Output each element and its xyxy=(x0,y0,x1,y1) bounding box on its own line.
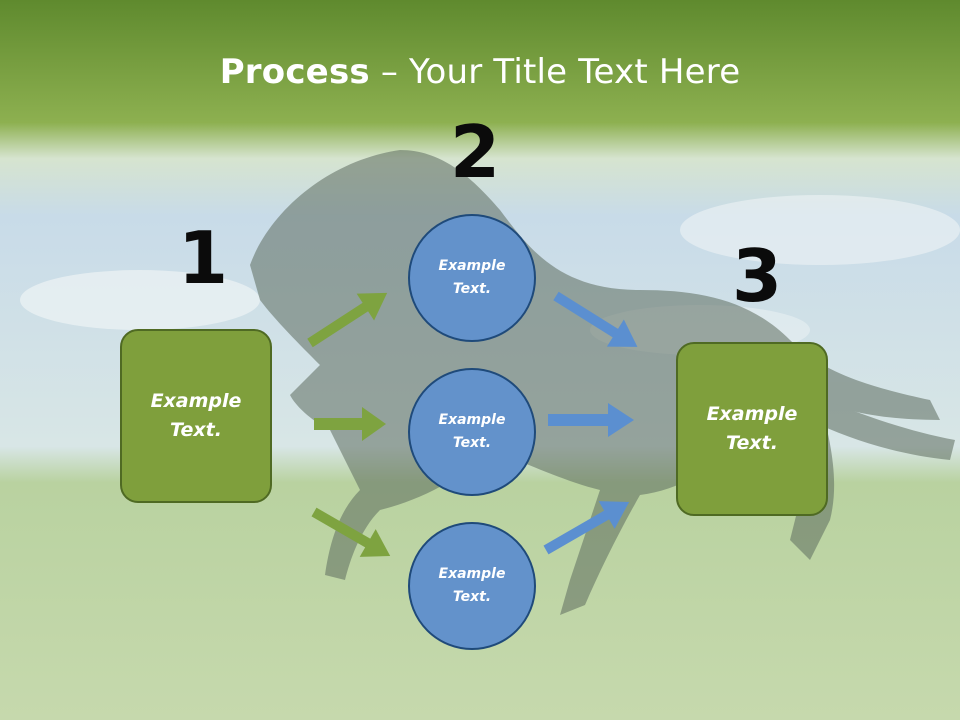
left-box-line-2: Text. xyxy=(170,419,222,441)
left-box-line-1: Example xyxy=(150,390,242,412)
step-number-1: 1 xyxy=(178,216,229,300)
arrow-bottom-to-right xyxy=(543,501,630,555)
circle-top-line-1: Example xyxy=(438,258,506,274)
circle-bottom-line-2: Text. xyxy=(452,589,492,605)
right-box-line-1: Example xyxy=(706,403,798,425)
right-box-line-2: Text. xyxy=(726,432,778,454)
right-process-box[interactable]: Example Text. xyxy=(676,342,828,516)
arrow-middle-to-right xyxy=(548,403,634,437)
arrow-top-to-right xyxy=(553,291,638,347)
arrow-left-to-bottom xyxy=(311,507,391,557)
circle-middle-line-1: Example xyxy=(438,412,506,428)
circle-bottom-line-1: Example xyxy=(438,566,506,582)
arrow-left-to-top xyxy=(307,292,388,348)
title-bold: Process xyxy=(219,52,370,92)
step-number-3: 3 xyxy=(732,234,783,318)
step-number-2: 2 xyxy=(450,110,501,194)
left-process-box[interactable]: Example Text. xyxy=(120,329,272,503)
circle-middle[interactable]: Example Text. xyxy=(408,368,536,496)
arrow-left-to-middle xyxy=(314,407,386,441)
title-rest: – Your Title Text Here xyxy=(369,52,741,92)
slide-title: Process – Your Title Text Here xyxy=(0,52,960,92)
circle-top[interactable]: Example Text. xyxy=(408,214,536,342)
circle-bottom[interactable]: Example Text. xyxy=(408,522,536,650)
circle-middle-line-2: Text. xyxy=(452,435,492,451)
circle-top-line-2: Text. xyxy=(452,281,492,297)
